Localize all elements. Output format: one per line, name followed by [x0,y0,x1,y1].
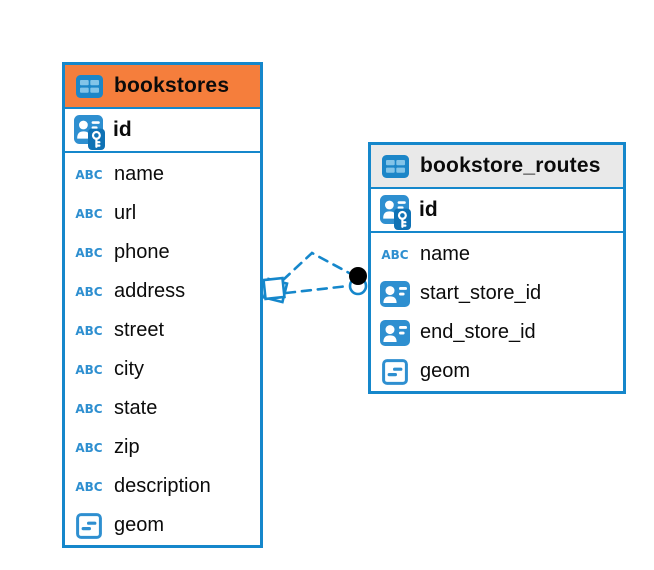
relationship-circle-markers [348,267,368,296]
column-row-phone[interactable]: ABC phone [65,233,260,272]
geometry-type-icon [73,512,105,539]
column-label: phone [114,241,170,263]
column-label: description [114,475,211,497]
column-label: name [420,243,471,265]
column-row-name[interactable]: ABC name [371,235,623,274]
table-icon [73,74,105,98]
table-header[interactable]: bookstore_routes [371,145,623,189]
primary-key-row[interactable]: id [371,189,623,233]
column-row-geom[interactable]: geom [65,506,260,545]
column-row-geom[interactable]: geom [371,352,623,391]
text-type-icon: ABC [75,479,103,494]
text-type-icon: ABC [75,362,103,377]
relationship-line-upper[interactable] [281,251,353,282]
column-label: state [114,397,158,419]
primary-key-row[interactable]: id [65,109,260,153]
column-label: start_store_id [420,282,542,304]
column-row-address[interactable]: ABC address [65,272,260,311]
relationship-line-lower[interactable] [284,284,350,295]
column-list: ABC name start_store_id end_store_id geom [371,233,623,391]
text-type-icon: ABC [75,245,103,260]
column-label: end_store_id [420,321,536,343]
relationship-circle-marker-black [349,267,367,285]
column-row-state[interactable]: ABC state [65,389,260,428]
column-label: name [114,163,165,185]
column-label: geom [114,514,165,536]
text-type-icon: ABC [381,247,409,262]
column-label: address [114,280,186,302]
text-type-icon: ABC [75,401,103,416]
column-label: street [114,319,165,341]
column-row-url[interactable]: ABC url [65,194,260,233]
text-type-icon: ABC [75,323,103,338]
column-label: zip [114,436,140,458]
foreign-key-icon [379,319,411,346]
primary-key-label: id [419,198,438,221]
text-type-icon: ABC [75,284,103,299]
relationship-links[interactable] [281,251,353,295]
column-row-description[interactable]: ABC description [65,467,260,506]
table-header[interactable]: bookstores [65,65,260,109]
relationship-diamond-marker [262,276,289,304]
column-row-zip[interactable]: ABC zip [65,428,260,467]
relationship-circle-marker-blue [348,276,368,296]
column-row-end_store_id[interactable]: end_store_id [371,313,623,352]
primary-key-icon [73,111,105,150]
text-type-icon: ABC [75,206,103,221]
column-row-start_store_id[interactable]: start_store_id [371,274,623,313]
geometry-type-icon [379,358,411,385]
column-label: url [114,202,137,224]
table-title: bookstores [114,74,230,97]
text-type-icon: ABC [75,167,103,182]
column-label: geom [420,360,471,382]
column-label: city [114,358,144,380]
column-row-street[interactable]: ABC street [65,311,260,350]
column-row-city[interactable]: ABC city [65,350,260,389]
primary-key-icon [379,191,411,230]
text-type-icon: ABC [75,440,103,455]
table-icon [379,154,411,178]
column-row-name[interactable]: ABC name [65,155,260,194]
primary-key-label: id [113,118,132,141]
foreign-key-icon [379,280,411,307]
table-title: bookstore_routes [420,154,601,177]
